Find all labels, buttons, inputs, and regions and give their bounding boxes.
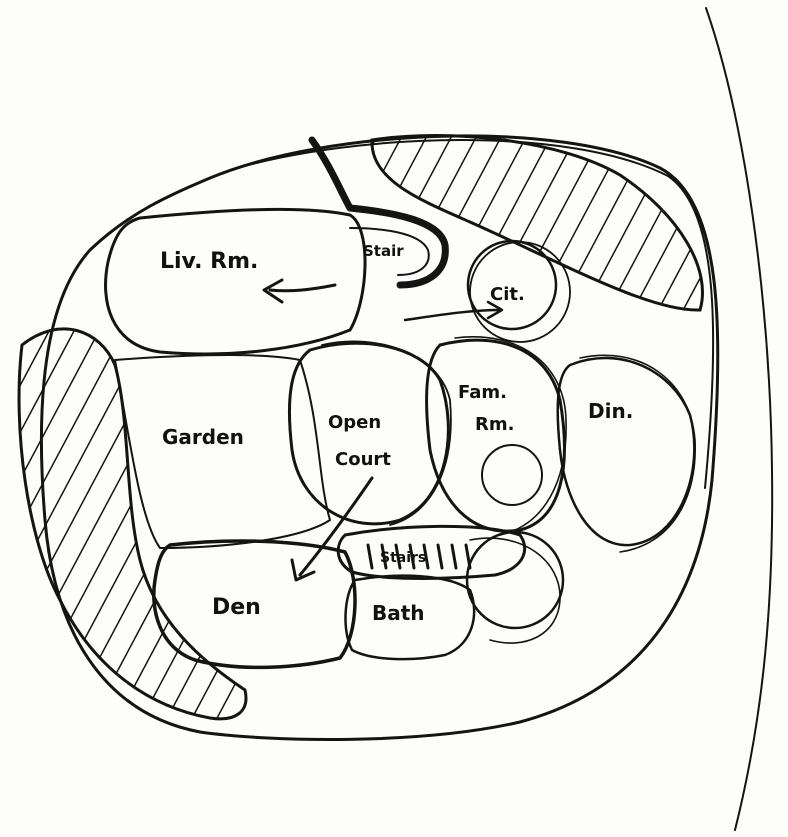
open-court-bubble-retrace [322,341,451,525]
lower-stair-bubble [338,526,524,578]
hatched-zone-west [19,329,246,719]
living-room-label: Liv. Rm. [160,249,258,274]
dining-bubble-retrace [580,355,695,552]
garden-area [115,355,330,548]
arrow-to-kitchen [405,310,500,320]
den-label: Den [212,595,261,620]
living-room-bubble [106,209,366,354]
garden-label: Garden [162,425,244,449]
open-court-label-line1: Open [328,412,381,433]
lower-right-bubble [467,532,563,628]
lower-stair-label: Stairs [380,550,426,566]
bath-label: Bath [372,601,425,625]
family-room-label-line2: Rm. [475,414,514,435]
kitchen-label: Cit. [490,284,525,305]
open-court-label-line2: Court [335,449,391,470]
upper-stair-label: Stair [363,242,404,260]
open-court-bubble [289,343,448,524]
dining-label: Din. [588,399,633,423]
arrow-to-living-room [270,285,335,291]
family-room-inner-circle [482,445,542,505]
family-room-label-line1: Fam. [458,382,507,403]
